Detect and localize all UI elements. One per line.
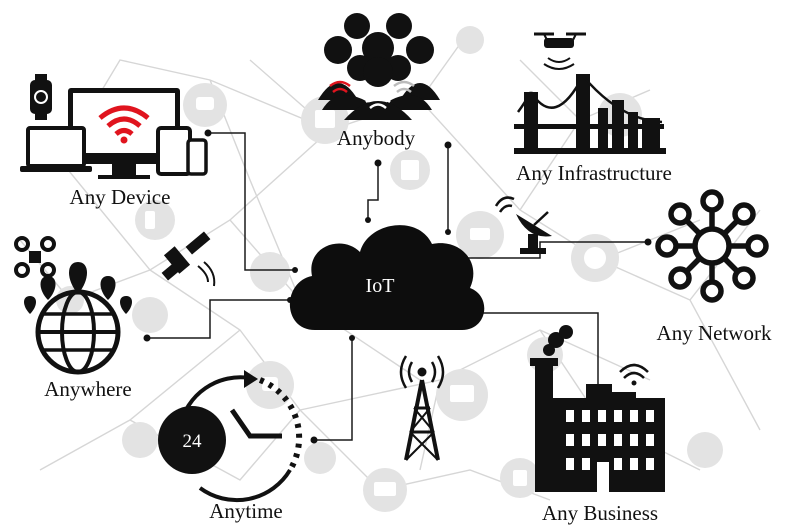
anywhere-node: Anywhere <box>14 231 216 401</box>
network-hub-icon <box>655 189 769 303</box>
any-device-node: Any Device <box>20 74 208 209</box>
cloud-label: IoT <box>366 275 395 297</box>
anytime-node: 24 Anytime <box>158 370 303 523</box>
connector-anybody <box>367 163 379 220</box>
anywhere-label: Anywhere <box>44 377 131 401</box>
satellite-dish-icon <box>494 196 552 254</box>
drone-small-icon <box>14 236 56 278</box>
cloud-icon <box>289 225 485 330</box>
connector-any-device <box>208 132 295 271</box>
antenna-tower-icon <box>399 355 445 461</box>
any-infrastructure-label: Any Infrastructure <box>516 161 672 185</box>
anytime-label: Anytime <box>209 499 283 523</box>
connector-any-business <box>470 312 599 390</box>
satellite-icon <box>161 231 216 287</box>
any-business-node: Any Business <box>530 325 665 525</box>
background-icon-glyphs <box>145 97 606 496</box>
clock-icon: 24 <box>158 370 303 503</box>
connectors <box>143 129 652 444</box>
any-infrastructure-node: Any Infrastructure <box>514 32 672 185</box>
clock-number: 24 <box>183 431 203 452</box>
connector-anywhere <box>147 299 290 339</box>
devices-icon <box>20 74 208 179</box>
anybody-label: Anybody <box>337 126 416 150</box>
any-network-node: Any Network <box>655 189 772 345</box>
bridge-drone-icon <box>514 32 666 154</box>
globe-pins-icon <box>24 262 132 375</box>
anybody-node: Anybody <box>318 13 440 150</box>
any-device-label: Any Device <box>70 185 171 209</box>
connector-anytime <box>314 338 353 441</box>
iot-cloud: IoT <box>289 225 485 330</box>
any-business-label: Any Business <box>542 501 658 525</box>
factory-icon <box>530 325 665 492</box>
any-network-label: Any Network <box>657 321 772 345</box>
people-icon <box>318 13 440 120</box>
